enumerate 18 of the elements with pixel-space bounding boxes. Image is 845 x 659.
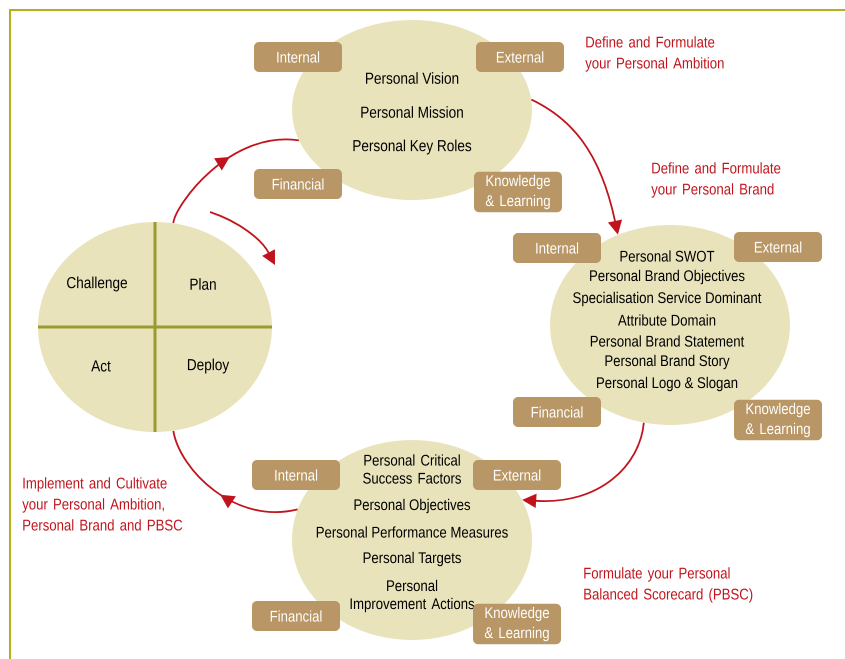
perspective-tag: External xyxy=(734,232,822,262)
step-caption: Implement and Cultivate your Personal Ambition, Personal Brand and PBSC xyxy=(22,477,182,531)
perspective-tag: External xyxy=(473,460,561,490)
cycle-arrow xyxy=(172,430,298,513)
perspective-tag: External xyxy=(476,42,564,72)
perspective-tag: Internal xyxy=(252,460,340,490)
step-caption: Formulate your Personal Balanced Scorecard (PBSC) xyxy=(584,567,752,603)
perspective-tag: Internal xyxy=(513,233,601,263)
perspective-tag: Financial xyxy=(254,169,342,199)
perspective-tag: Internal xyxy=(254,42,342,72)
perspective-tag: Knowledge & Learning xyxy=(473,604,561,644)
perspective-tag: Financial xyxy=(513,397,601,427)
cycle-arrow xyxy=(172,138,299,224)
perspective-tag: Knowledge & Learning xyxy=(734,400,822,440)
step-caption: Define and Formulate your Personal Ambition xyxy=(585,36,724,72)
perspective-tag: Financial xyxy=(252,601,340,631)
step-caption: Define and Formulate your Personal Brand xyxy=(651,162,780,198)
perspective-tag: Knowledge & Learning xyxy=(474,172,562,212)
